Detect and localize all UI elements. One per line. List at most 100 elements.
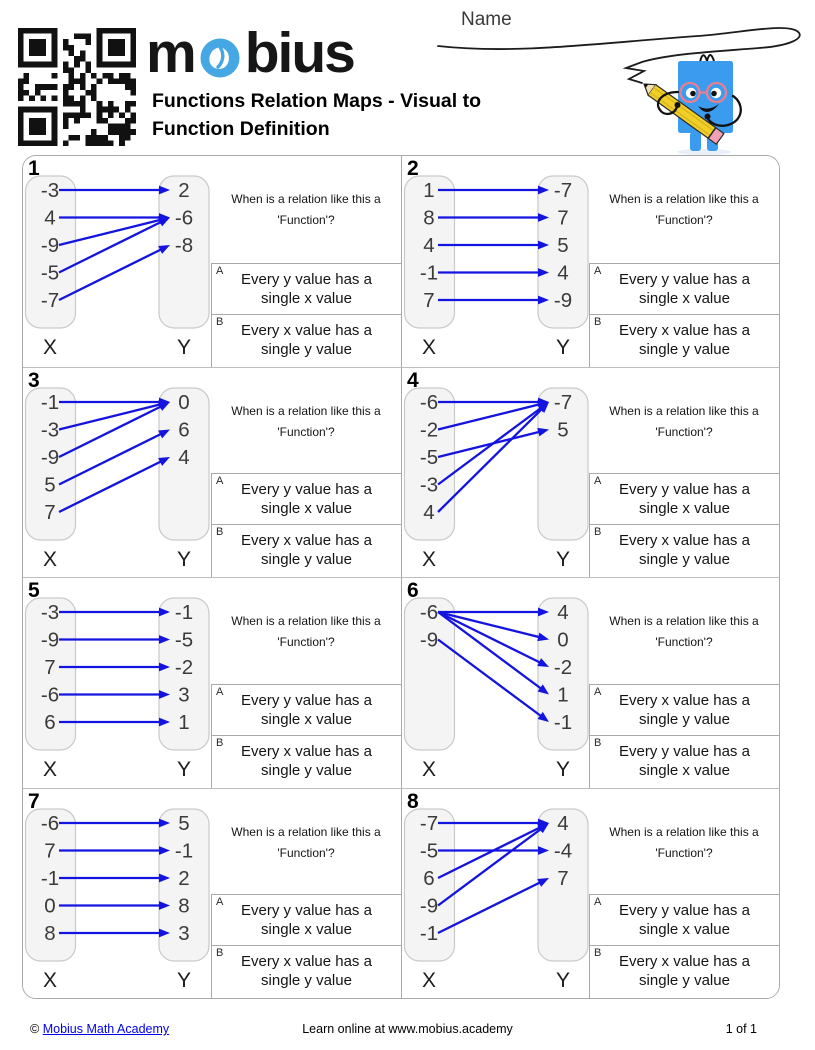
y-value: -5 xyxy=(175,629,193,652)
option-b-text: Every x value has a single y value xyxy=(241,953,372,989)
x-values-box xyxy=(403,807,456,962)
x-value: -9 xyxy=(420,629,438,652)
y-values-box xyxy=(158,807,210,962)
y-value: -6 xyxy=(175,207,193,230)
option-a-text: Every y value has a single x value xyxy=(619,270,750,307)
option-b-text: Every x value has a single y value xyxy=(241,532,372,568)
option-a-letter: A xyxy=(594,264,602,277)
y-value: 4 xyxy=(557,262,568,285)
y-value: -2 xyxy=(554,656,572,679)
x-value: -9 xyxy=(41,446,59,469)
answer-options: A Every y value has a single x value B E… xyxy=(211,262,401,367)
option-b-letter: B xyxy=(216,315,224,328)
y-value: -9 xyxy=(554,289,572,312)
y-value: 8 xyxy=(178,894,189,917)
option-a: A Every y value has a single x value xyxy=(211,894,401,945)
x-value: 6 xyxy=(423,867,434,890)
x-value: 8 xyxy=(423,207,434,230)
option-b-letter: B xyxy=(594,947,602,959)
name-signature-line xyxy=(437,27,801,84)
name-field-label: Name xyxy=(461,9,512,30)
x-value: -9 xyxy=(41,629,59,652)
option-a-letter: A xyxy=(216,896,224,908)
x-value: -2 xyxy=(420,418,438,441)
option-a: A Every y value has a single x value xyxy=(589,894,779,945)
y-values-box xyxy=(537,807,589,962)
logo-text-m: m xyxy=(146,21,197,85)
answer-options: A Every y value has a single x value B E… xyxy=(211,473,401,577)
x-value: 6 xyxy=(44,711,55,734)
y-axis-label: Y xyxy=(556,758,570,781)
page-number: 1 of 1 xyxy=(725,1022,757,1036)
x-value: -6 xyxy=(41,812,59,835)
x-values-box xyxy=(403,175,456,329)
option-b: B Every x value has a single y value xyxy=(589,945,779,998)
mapping-arrows xyxy=(59,607,170,727)
x-value: 1 xyxy=(423,179,434,202)
x-value: -5 xyxy=(41,262,59,285)
y-value: -4 xyxy=(554,839,572,862)
x-axis-label: X xyxy=(422,548,436,571)
x-value: -6 xyxy=(420,391,438,414)
x-value: -3 xyxy=(41,601,59,624)
option-a-text: Every y value has a single x value xyxy=(241,902,372,938)
x-values-box xyxy=(24,597,77,751)
x-value: 7 xyxy=(423,289,434,312)
x-value: 4 xyxy=(423,234,434,257)
option-a-text: Every y value has a single x value xyxy=(241,481,372,517)
problem-number: 6 xyxy=(407,579,419,602)
problem-number: 1 xyxy=(28,157,40,180)
mapping-arrows xyxy=(437,607,549,722)
option-b: B Every x value has a single y value xyxy=(211,524,401,577)
y-axis-label: Y xyxy=(177,969,191,992)
y-value: -7 xyxy=(554,179,572,202)
x-value: 4 xyxy=(423,501,434,524)
option-b-letter: B xyxy=(216,736,224,749)
y-axis-label: Y xyxy=(177,548,191,571)
y-value: 7 xyxy=(557,867,568,890)
y-value: 4 xyxy=(557,812,568,835)
x-values-box xyxy=(24,807,77,962)
y-axis-label: Y xyxy=(556,336,570,359)
y-value: -7 xyxy=(554,391,572,414)
option-a-text: Every y value has a single x value xyxy=(619,481,750,517)
problem-number: 2 xyxy=(407,157,419,180)
x-value: -6 xyxy=(420,601,438,624)
y-value: 2 xyxy=(178,867,189,890)
option-a: A Every y value has a single x value xyxy=(589,262,779,314)
y-axis-label: Y xyxy=(556,548,570,571)
x-value: 8 xyxy=(44,922,55,945)
option-b-text: Every x value has a single y value xyxy=(241,321,372,358)
x-value: -9 xyxy=(41,234,59,257)
mapping-arrows xyxy=(437,818,549,934)
problem-number: 8 xyxy=(407,790,419,813)
option-b-text: Every x value has a single y value xyxy=(241,742,372,779)
y-value: 2 xyxy=(178,179,189,202)
y-values-box xyxy=(537,597,589,751)
x-value: -1 xyxy=(41,391,59,414)
y-values-box xyxy=(158,597,210,751)
option-a-letter: A xyxy=(216,685,224,698)
footer-center-text: Learn online at www.mobius.academy xyxy=(302,1022,513,1036)
x-value: -3 xyxy=(420,473,438,496)
mobius-math-academy-link[interactable]: Mobius Math Academy xyxy=(42,1022,170,1036)
y-value: -8 xyxy=(175,234,193,257)
option-a: A Every y value has a single x value xyxy=(211,473,401,524)
option-a: A Every x value has a single y value xyxy=(589,683,779,735)
mobius-swirl-o-icon xyxy=(200,38,240,78)
y-values-box xyxy=(537,386,589,541)
y-value: 5 xyxy=(557,234,568,257)
option-b: B Every y value has a single x value xyxy=(589,734,779,788)
y-value: -1 xyxy=(554,711,572,734)
question-area: When is a relation like this a'Function'… xyxy=(589,156,779,367)
question-text: When is a relation like this a'Function'… xyxy=(609,824,759,860)
option-b: B Every x value has a single y value xyxy=(211,313,401,367)
option-a-letter: A xyxy=(594,685,602,698)
answer-options: A Every y value has a single x value B E… xyxy=(589,262,779,367)
x-value: -5 xyxy=(420,446,438,469)
option-b-text: Every x value has a single y value xyxy=(619,532,750,568)
